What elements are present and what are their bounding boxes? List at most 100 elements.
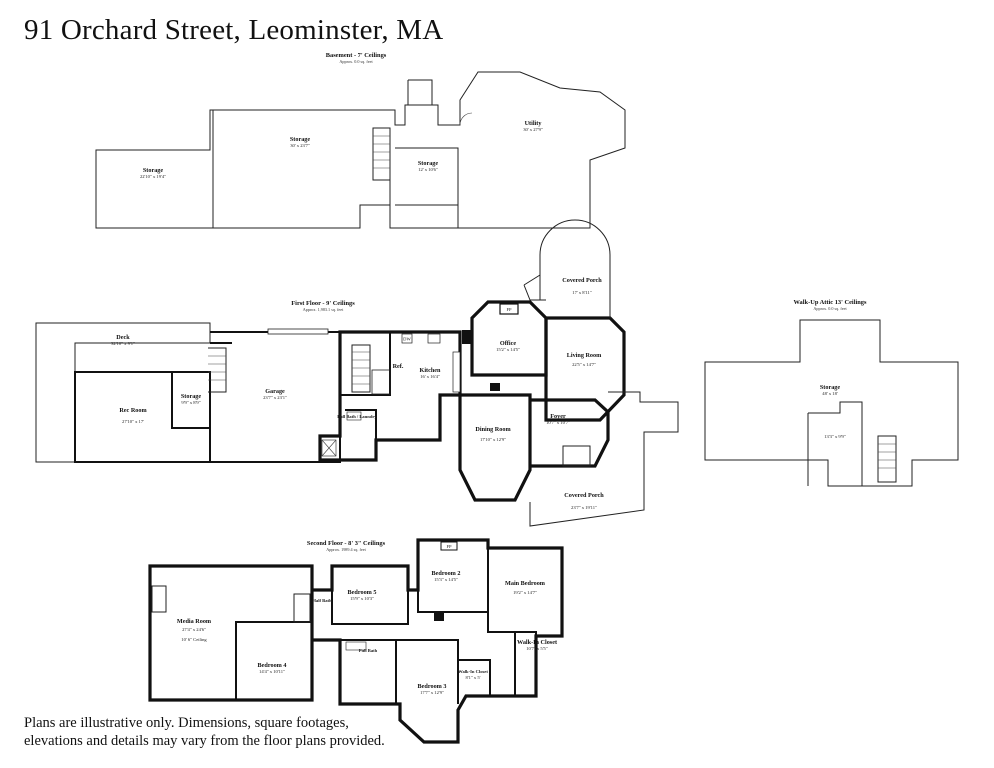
- room-name: Utility: [525, 120, 543, 127]
- basement-bulkhead: [407, 79, 433, 105]
- room-dims: 27'10" x 17': [122, 419, 144, 424]
- column: [490, 383, 500, 391]
- room-name: Half Bath: [312, 598, 332, 603]
- second-floor-outline: [312, 538, 564, 744]
- basement-heading: Basement - 7' Ceilings: [326, 52, 387, 59]
- room-dims: 17'10" x 12'9": [480, 437, 506, 442]
- room-dims: 22'5" x 14'7": [572, 362, 596, 367]
- second-floor-heading: Second Floor - 8' 3" Ceilings: [307, 540, 386, 547]
- basement-outline: [95, 71, 626, 229]
- room-name: Storage: [290, 136, 311, 143]
- room-dims: 15'3" x 14'5": [434, 577, 458, 582]
- room-name: Kitchen: [420, 367, 442, 374]
- room-dims: 9'9" x 8'9": [181, 400, 200, 405]
- dining-room-walls: [458, 393, 532, 502]
- basement-area: Approx. 0.0 sq. feet: [339, 59, 373, 64]
- garage-door: [267, 328, 329, 335]
- room-dims: 16' x 16'4": [420, 374, 440, 379]
- garage-stairs: [208, 347, 227, 393]
- bath-walls: [345, 409, 377, 440]
- covered-porch-top: [539, 219, 611, 318]
- first-floor-stairs: [351, 344, 371, 393]
- room-dims: 27'4" x 24'6": [182, 627, 206, 632]
- room-dims: 17' x 8'11": [572, 290, 592, 295]
- room-dims: 30' x 27'9": [523, 127, 543, 132]
- room-name: Living Room: [567, 352, 602, 359]
- fireplace-label: FP: [446, 544, 452, 549]
- storage-walls: [171, 371, 211, 429]
- chimney: [462, 330, 472, 344]
- foyer-stairs: [562, 445, 591, 467]
- second-floor-plan: Second Floor - 8' 3" Ceilings Approx. 19…: [148, 538, 564, 744]
- room-name: Storage: [181, 393, 202, 400]
- room-name: Walk-In Closet: [458, 669, 488, 674]
- covered-porch-bottom: [529, 391, 679, 527]
- attic-wall: [808, 401, 863, 486]
- attic-plan: Walk-Up Attic 13' Ceilings Approx. 0.0 s…: [704, 299, 959, 487]
- shower-x: [321, 439, 337, 457]
- room-name: Dining Room: [475, 426, 511, 433]
- room-dims: 23'7" x 23'1": [263, 395, 287, 400]
- room-name: Garage: [265, 388, 285, 395]
- room-dims: 15'9" x 10'3": [350, 596, 374, 601]
- sink: [427, 333, 441, 344]
- room-dims: 15'2" x 14'5": [496, 347, 520, 352]
- room-name: Bedroom 2: [432, 570, 461, 577]
- closet-walls: [458, 659, 491, 696]
- bedroom-2-fireplace: [440, 541, 458, 551]
- room-dims: 10'7" x 10'7": [546, 420, 570, 425]
- attic-stairs: [877, 435, 897, 483]
- room-name: Full Bath: [359, 648, 378, 653]
- room-dims: 48' x 18': [822, 391, 838, 396]
- attic-area: Approx. 0.0 sq. feet: [813, 306, 847, 311]
- first-floor-heading: First Floor - 9' Ceilings: [291, 300, 355, 307]
- attic-outline: [704, 319, 959, 487]
- room-dims: 17'7" x 12'9": [420, 690, 444, 695]
- first-floor-area: Approx. 1,983.1 sq. feet: [303, 307, 344, 313]
- room-dims: 32'10" x 9'1": [111, 341, 135, 346]
- room-name: Office: [500, 340, 516, 347]
- kitchen-partition: [340, 332, 391, 396]
- living-room-walls: [544, 316, 626, 422]
- room-name: Media Room: [177, 618, 212, 625]
- main-bedroom-walls: [487, 548, 537, 636]
- basement-plan: Basement - 7' Ceilings Approx. 0.0 sq. f…: [95, 52, 626, 229]
- vanity: [346, 411, 362, 421]
- basement-stairs: [372, 127, 391, 181]
- room-name: Storage: [143, 167, 164, 174]
- bedroom-4-walls: [235, 621, 313, 701]
- room-name: Storage: [418, 160, 439, 167]
- door-swing: [459, 112, 473, 126]
- stair-treads: [352, 351, 370, 385]
- basement-wall: [395, 147, 459, 206]
- room-name: Bedroom 4: [258, 662, 287, 669]
- media-stairs: [151, 585, 167, 613]
- room-name: Deck: [116, 334, 130, 341]
- pantry: [371, 369, 391, 395]
- room-dims: 22'10" x 19'4": [140, 174, 166, 179]
- first-floor-plan: First Floor - 9' Ceilings Approx. 1,983.…: [35, 219, 679, 527]
- deck-outline: [35, 322, 211, 463]
- room-dims: 30' x 23'7": [290, 143, 310, 148]
- counter: [452, 351, 461, 393]
- second-floor-stairs: [293, 593, 311, 623]
- room-name: Covered Porch: [564, 492, 604, 499]
- foyer-walls: [530, 398, 610, 468]
- office-fireplace: [499, 303, 519, 315]
- stair-treads: [373, 135, 390, 169]
- room-name: Full Bath / Laundry: [337, 414, 377, 419]
- disclaimer-text: Plans are illustrative only. Dimensions,…: [24, 715, 385, 749]
- room-name: Bedroom 5: [348, 589, 377, 596]
- fireplace-label: FP: [506, 307, 512, 312]
- room-name: Ref.: [393, 363, 404, 370]
- room-name: Covered Porch: [562, 277, 602, 284]
- room-name: Rec Room: [119, 407, 147, 414]
- room-name: Storage: [820, 384, 841, 391]
- media-room-walls: [148, 564, 314, 702]
- porch-step: [523, 274, 546, 301]
- room-dims: 10'7" x 5'5": [526, 646, 548, 651]
- room-dims: 12' x 10'6": [418, 167, 438, 172]
- shower: [321, 439, 337, 457]
- page-title: 91 Orchard Street, Leominster, MA: [24, 14, 444, 46]
